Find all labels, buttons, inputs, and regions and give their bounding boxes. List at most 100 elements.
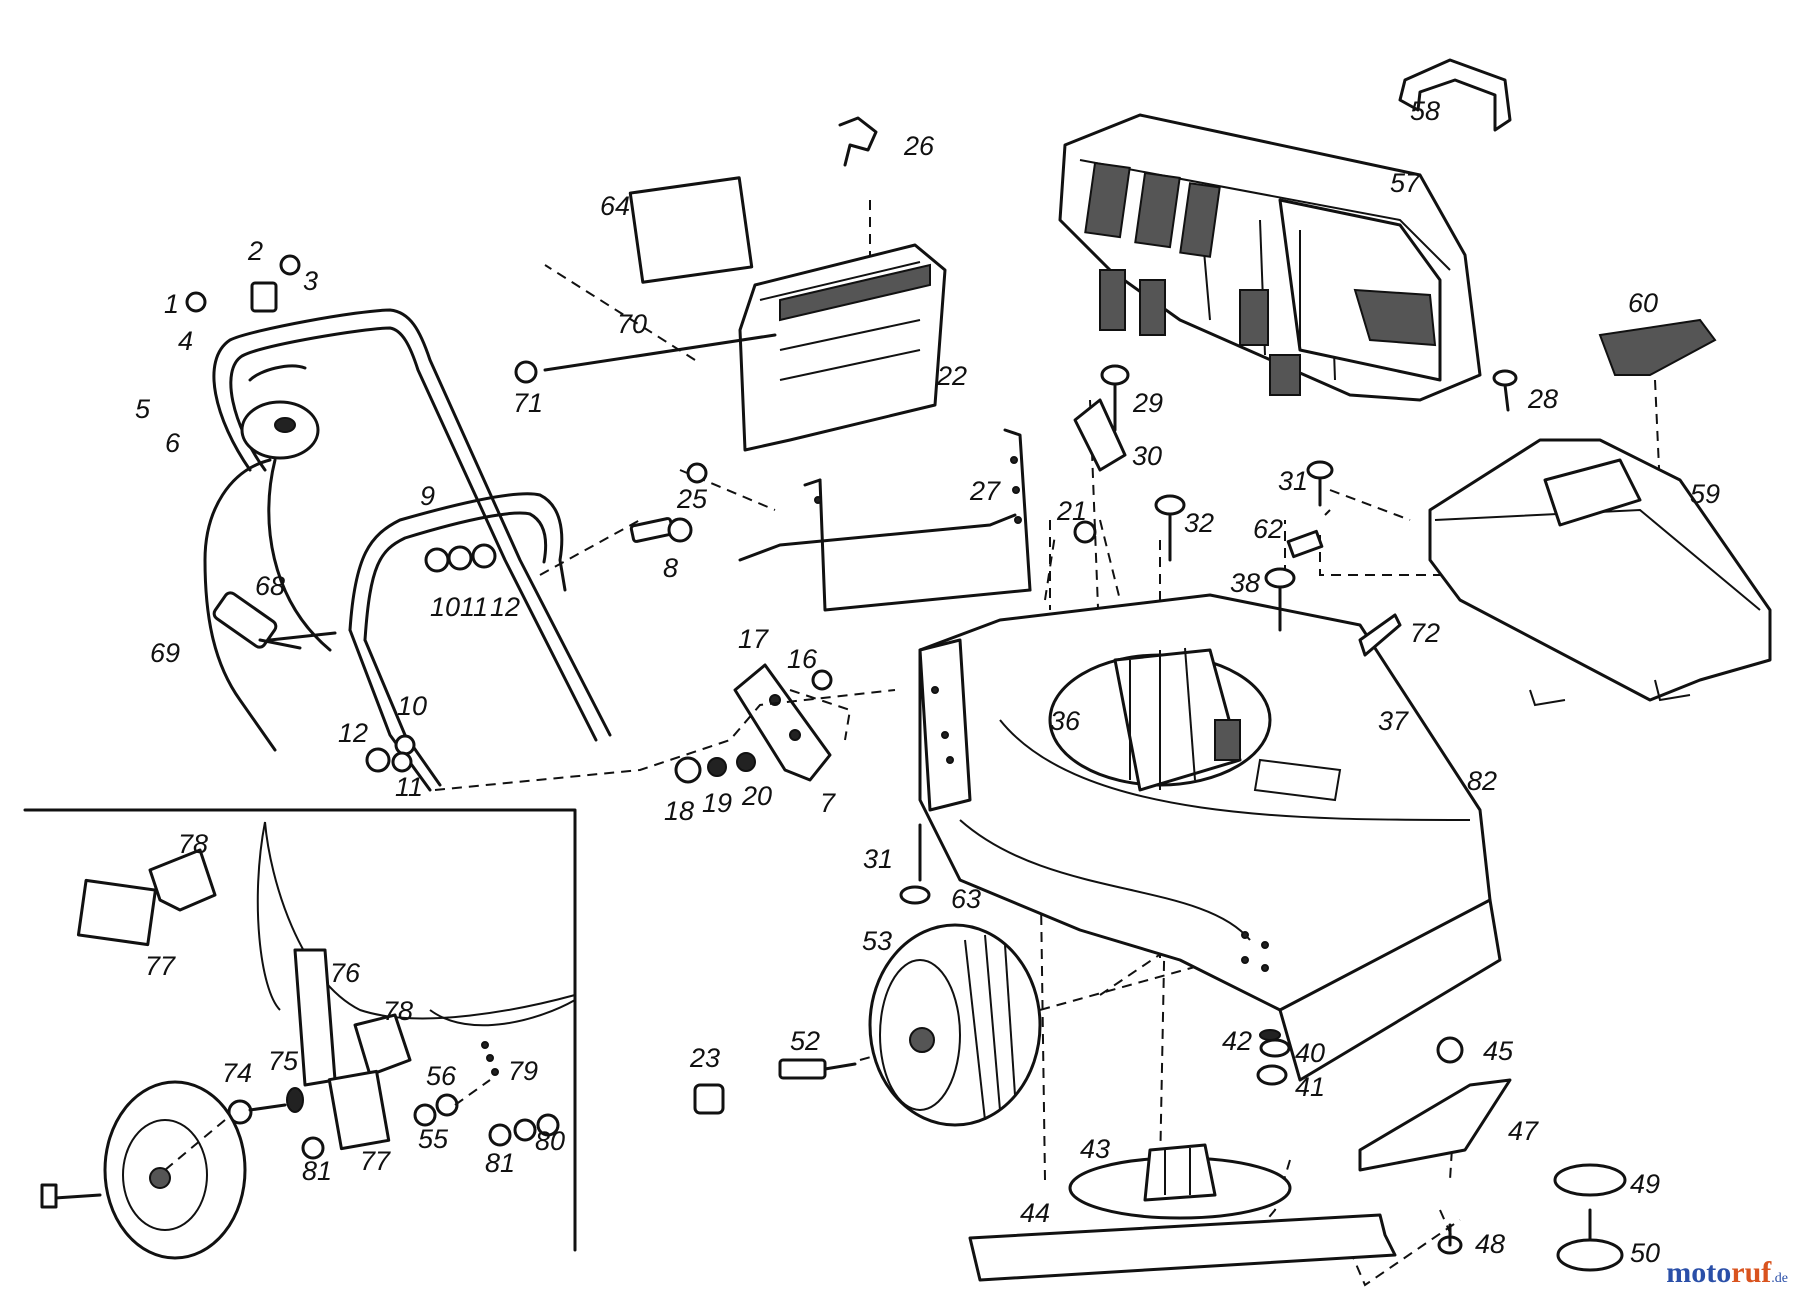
label-31b: 31 bbox=[863, 844, 893, 874]
label-36: 36 bbox=[1050, 706, 1081, 736]
small-parts-center bbox=[1073, 364, 1334, 632]
washer-12b bbox=[365, 747, 391, 773]
part-labels: 1 2 3 4 5 6 7 8 9 10 11 12 10 11 12 16 1… bbox=[135, 96, 1720, 1268]
label-50: 50 bbox=[1630, 1238, 1660, 1268]
wheel-inset bbox=[103, 1080, 247, 1260]
washer-40 bbox=[1259, 1038, 1291, 1058]
label-10b: 10 bbox=[397, 691, 427, 721]
label-12b: 12 bbox=[338, 718, 368, 748]
washer-42 bbox=[1259, 1029, 1281, 1041]
label-26: 26 bbox=[903, 131, 935, 161]
foot-50 bbox=[1556, 1238, 1624, 1272]
screw-29 bbox=[1100, 364, 1130, 386]
label-11a: 11 bbox=[460, 592, 488, 622]
screw-1 bbox=[185, 291, 207, 313]
label-49: 49 bbox=[1630, 1169, 1660, 1199]
label-81b: 81 bbox=[485, 1148, 515, 1178]
label-4: 4 bbox=[178, 326, 193, 356]
bracket-17 bbox=[733, 663, 832, 782]
rear-guard-59 bbox=[1428, 438, 1772, 702]
carry-handle-58 bbox=[1398, 58, 1512, 132]
label-2: 2 bbox=[247, 236, 263, 266]
label-62 bbox=[1286, 529, 1324, 559]
watermark-part-c: .de bbox=[1771, 1271, 1788, 1286]
motor-mount-37 bbox=[1253, 758, 1342, 802]
label-7: 7 bbox=[820, 788, 836, 818]
nut-19 bbox=[707, 757, 727, 777]
label-58: 58 bbox=[1410, 96, 1440, 126]
bolt-32 bbox=[1154, 494, 1186, 516]
rear-guard bbox=[1358, 318, 1772, 707]
label-25: 25 bbox=[676, 484, 708, 514]
label-40: 40 bbox=[1295, 1038, 1325, 1068]
pad-60 bbox=[1598, 318, 1717, 376]
washer-12 bbox=[471, 543, 497, 569]
label-63: 63 bbox=[951, 884, 981, 914]
screw-28 bbox=[1492, 369, 1518, 387]
washer-75 bbox=[286, 1087, 304, 1113]
label-45: 45 bbox=[1483, 1036, 1514, 1066]
nut-45 bbox=[1436, 1036, 1464, 1064]
label-81a: 81 bbox=[302, 1156, 332, 1186]
label-10a: 10 bbox=[430, 592, 460, 622]
label-8: 8 bbox=[663, 553, 678, 583]
nut-21 bbox=[1073, 520, 1097, 544]
strip-76 bbox=[293, 948, 337, 1087]
label-12a: 12 bbox=[490, 592, 520, 622]
rear-flap-22 bbox=[738, 243, 947, 452]
label-21: 21 bbox=[1056, 496, 1087, 526]
cap-23 bbox=[693, 1083, 725, 1115]
label-78b: 78 bbox=[383, 996, 413, 1026]
label-32: 32 bbox=[1184, 508, 1214, 538]
label-79: 79 bbox=[508, 1056, 538, 1086]
label-11b: 11 bbox=[395, 772, 423, 802]
label-42: 42 bbox=[1222, 1026, 1252, 1056]
label-43: 43 bbox=[1080, 1134, 1110, 1164]
rear-flap-assembly bbox=[514, 116, 947, 484]
label-20: 20 bbox=[741, 781, 772, 811]
cap-18 bbox=[674, 756, 702, 784]
label-16: 16 bbox=[787, 644, 818, 674]
label-31a: 31 bbox=[1278, 466, 1308, 496]
label-56: 56 bbox=[426, 1061, 457, 1091]
watermark-part-a: moto bbox=[1666, 1256, 1732, 1289]
label-62: 62 bbox=[1253, 514, 1283, 544]
label-41: 41 bbox=[1295, 1072, 1325, 1102]
label-75: 75 bbox=[268, 1046, 299, 1076]
screw-16 bbox=[811, 669, 833, 691]
blade-assembly bbox=[968, 1029, 1627, 1282]
label-17: 17 bbox=[738, 624, 769, 654]
washer-10 bbox=[424, 547, 450, 573]
label-78a: 78 bbox=[178, 829, 208, 859]
rod-70 bbox=[543, 333, 777, 372]
grass-catcher bbox=[1058, 58, 1512, 402]
axle-bolt-52 bbox=[778, 1058, 827, 1080]
label-6: 6 bbox=[165, 428, 181, 458]
washer-49 bbox=[1553, 1163, 1627, 1197]
label-5: 5 bbox=[135, 394, 151, 424]
label-80: 80 bbox=[535, 1126, 565, 1156]
bolt-31-lower bbox=[899, 885, 931, 905]
label-59: 59 bbox=[1690, 479, 1720, 509]
nut-56 bbox=[435, 1093, 459, 1117]
frame-27 bbox=[738, 428, 1032, 612]
mower-deck bbox=[899, 593, 1502, 1082]
label-64: 64 bbox=[600, 191, 630, 221]
screw-31-upper bbox=[1306, 460, 1334, 480]
label-19: 19 bbox=[702, 788, 732, 818]
blade-44 bbox=[968, 1213, 1397, 1282]
handle-assembly bbox=[185, 254, 693, 792]
nut-3 bbox=[279, 254, 301, 276]
bracket-30 bbox=[1073, 398, 1127, 472]
watermark-logo: motoruf.de bbox=[1666, 1256, 1788, 1290]
label-57: 57 bbox=[1390, 168, 1421, 198]
switch-2 bbox=[250, 281, 278, 313]
washer-10b bbox=[394, 734, 416, 756]
upper-handle bbox=[212, 308, 612, 737]
label-71: 71 bbox=[513, 388, 543, 418]
plate-77-top bbox=[76, 878, 157, 947]
cable bbox=[203, 458, 277, 752]
label-47: 47 bbox=[1508, 1116, 1539, 1146]
label-1: 1 bbox=[164, 289, 179, 319]
label-22: 22 bbox=[936, 361, 967, 391]
